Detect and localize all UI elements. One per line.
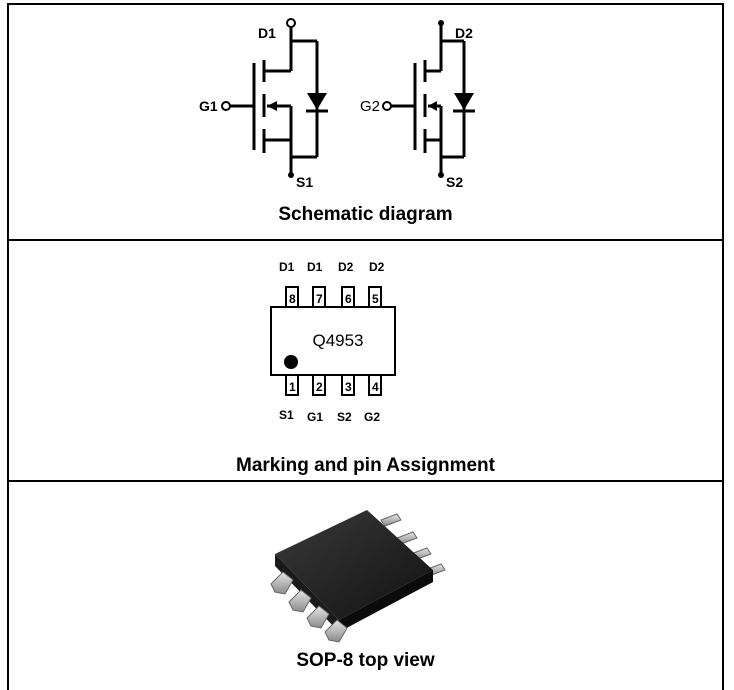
s2-terminal — [438, 172, 444, 178]
marking-panel: D1 D1 D2 D2 8 7 6 5 Q4953 1 2 3 4 S1 G1 … — [7, 239, 724, 482]
g2-terminal — [382, 101, 392, 111]
pin2-name: G1 — [307, 410, 323, 424]
pin1-name: S1 — [279, 408, 294, 422]
pin4-name: G2 — [364, 410, 380, 424]
pin5-number: 5 — [372, 292, 379, 306]
schematic-caption: Schematic diagram — [278, 204, 453, 225]
d2-terminal — [438, 20, 444, 26]
pin4-number: 4 — [372, 380, 379, 394]
schematic-panel: D1 G1 S1 D2 G2 S2 Schematic diagram — [7, 3, 724, 241]
marking-diagram: D1 D1 D2 D2 8 7 6 5 Q4953 1 2 3 4 S1 G1 … — [270, 260, 396, 424]
pin2-number: 2 — [316, 380, 323, 394]
s1-label: S1 — [296, 174, 313, 190]
pin6-name: D2 — [338, 260, 354, 274]
d1-label: D1 — [258, 25, 276, 41]
pin1-number: 1 — [289, 380, 296, 394]
package-caption: SOP-8 top view — [296, 650, 435, 671]
pin7-name: D1 — [307, 260, 323, 274]
pin5-name: D2 — [369, 260, 385, 274]
pin8-number: 8 — [289, 292, 296, 306]
g1-terminal — [221, 101, 231, 111]
d1-terminal — [286, 18, 296, 28]
s1-terminal — [288, 172, 294, 178]
g2-label: G2 — [360, 98, 380, 115]
marking-caption: Marking and pin Assignment — [236, 455, 495, 476]
pin6-number: 6 — [345, 292, 352, 306]
package-panel: SOP-8 top view — [7, 480, 724, 690]
pin7-number: 7 — [316, 292, 323, 306]
s2-label: S2 — [446, 174, 463, 190]
pin3-name: S2 — [337, 410, 352, 424]
schematic-diagram: D1 G1 S1 D2 G2 S2 — [199, 18, 475, 190]
pin8-name: D1 — [279, 260, 295, 274]
g1-label: G1 — [199, 98, 218, 114]
d2-label: D2 — [455, 25, 473, 41]
pin3-number: 3 — [345, 380, 352, 394]
part-marking: Q4953 — [312, 331, 363, 350]
sop8-package-image — [270, 510, 446, 643]
pin1-indicator-dot — [284, 355, 298, 369]
